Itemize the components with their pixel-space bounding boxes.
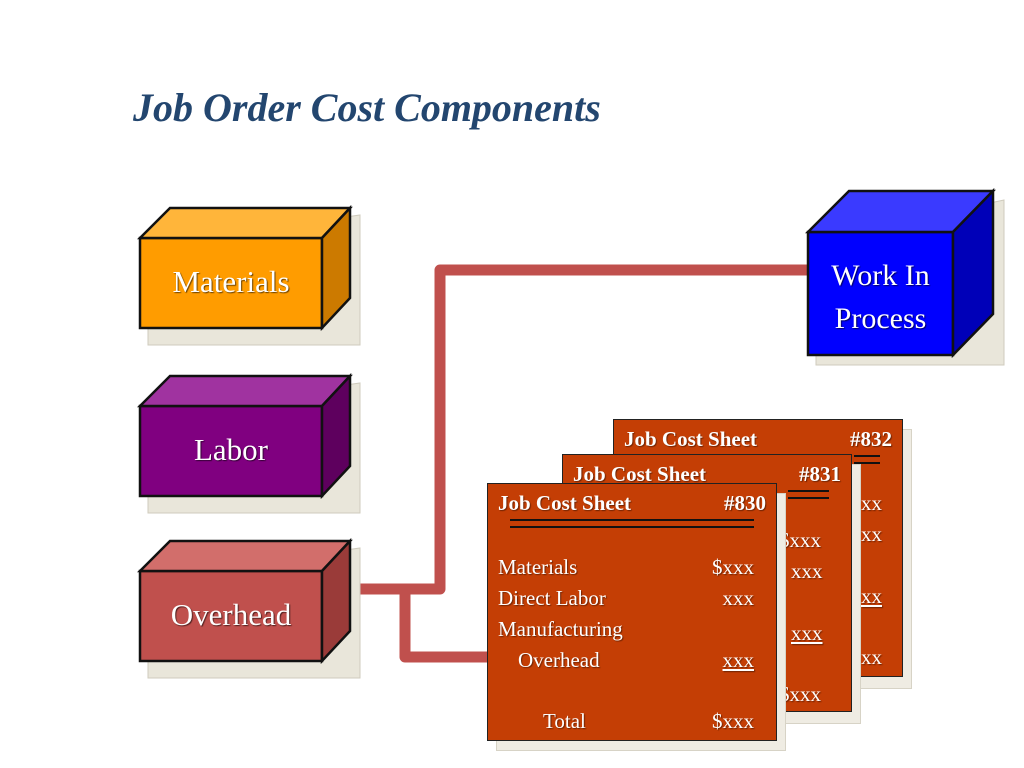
row-value: xxx — [722, 586, 755, 610]
sheet-830-row-overhead: Overhead xxx — [518, 645, 754, 676]
connector-overhead-to-sheet — [399, 583, 493, 663]
sheet-830-row-total: Total $xxx — [543, 706, 754, 737]
row-label: Materials — [498, 555, 578, 579]
row-label: Overhead — [518, 648, 600, 672]
row-value: xxx — [722, 648, 755, 672]
sheet-830-row-manufacturing: Manufacturing — [498, 614, 754, 645]
sheet-832-value-1: xx — [861, 491, 882, 515]
sheet-832-number: #832 — [850, 427, 892, 451]
page-title: Job Order Cost Components — [133, 85, 601, 130]
sheet-832-title: Job Cost Sheet — [624, 427, 758, 451]
row-value: $xxx — [712, 709, 754, 733]
sheet-830-title: Job Cost Sheet — [498, 491, 632, 515]
labor-label: Labor — [193, 432, 269, 467]
sheet-830-number: #830 — [724, 491, 766, 515]
row-value: $xxx — [712, 555, 754, 579]
sheet-832-header: Job Cost Sheet #832 — [624, 424, 892, 455]
sheet-831-value-4: $xxx — [779, 682, 821, 706]
sheet-831-value-2: xxx — [791, 559, 823, 583]
connector-lines — [342, 264, 814, 663]
job-cost-sheet-830: Job Cost Sheet #830 Materials $xxx Direc… — [487, 483, 777, 741]
sheet-832-value-2: xx — [861, 522, 882, 546]
sheet-831-number: #831 — [799, 462, 841, 486]
sheet-830-row-materials: Materials $xxx — [498, 552, 754, 583]
row-label: Total — [543, 709, 586, 733]
materials-box — [136, 204, 361, 346]
sheet-830-double-rule — [510, 519, 754, 528]
row-label: Direct Labor — [498, 586, 606, 610]
work-in-process-line2: Process — [834, 302, 927, 335]
work-in-process-label: Work In Process — [808, 254, 953, 340]
sheet-830-row-direct-labor: Direct Labor xxx — [498, 583, 754, 614]
overhead-label: Overhead — [170, 597, 292, 632]
work-in-process-line1: Work In — [831, 259, 930, 292]
work-in-process-box — [804, 187, 1005, 366]
materials-label: Materials — [172, 264, 290, 299]
sheet-832-double-rule — [854, 455, 880, 464]
row-label: Manufacturing — [498, 617, 623, 641]
overhead-box — [136, 537, 361, 679]
sheet-832-value-4: xx — [861, 645, 882, 669]
sheet-831-value-3: xxx — [791, 621, 823, 645]
sheet-831-header: Job Cost Sheet #831 — [573, 459, 841, 490]
sheet-831-double-rule — [788, 490, 829, 499]
sheet-832-value-3: xx — [861, 584, 882, 608]
sheet-831-title: Job Cost Sheet — [573, 462, 707, 486]
labor-box — [136, 372, 361, 514]
connector-overhead-to-wip — [342, 264, 814, 595]
sheet-830-header: Job Cost Sheet #830 — [498, 488, 766, 519]
sheet-831-value-1: $xxx — [779, 528, 821, 552]
